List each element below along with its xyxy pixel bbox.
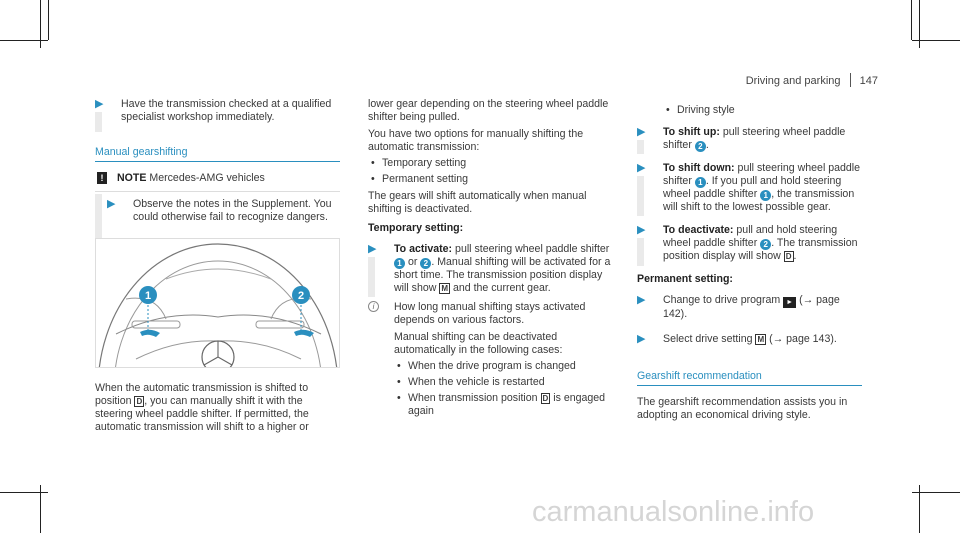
crop-mark	[0, 492, 48, 493]
body-paragraph: You have two options for manually shifti…	[368, 128, 584, 153]
arrow-icon: ▶	[637, 294, 646, 306]
crop-mark	[919, 485, 920, 533]
section-title: Gearshift recommendation	[637, 370, 862, 386]
steering-wheel-image: 1 2	[96, 239, 339, 367]
arrow-icon: ▶	[637, 162, 646, 174]
instruction-step: ▶ To activate: pull steering wheel paddl…	[368, 243, 618, 297]
info-block: i How long manual shifting stays activat…	[368, 301, 618, 418]
instruction-step: ▶ To shift up: pull steering wheel paddl…	[637, 126, 862, 154]
arrow-icon: ▶	[637, 333, 646, 345]
subheading: Permanent setting:	[637, 273, 733, 285]
gear-m-icon: M	[439, 283, 451, 294]
running-header: Driving and parking 147	[746, 73, 878, 88]
list-item: When transmission position D is engaged …	[394, 392, 618, 418]
watermark: carmanualsonline.info	[532, 496, 815, 528]
crop-mark	[911, 0, 912, 40]
subheading: Temporary setting:	[368, 222, 464, 234]
crop-mark	[912, 40, 960, 41]
crop-mark	[919, 0, 920, 48]
instruction-step: ▶ Have the transmission checked at a qua…	[95, 98, 340, 132]
badge-2: 2	[420, 258, 432, 269]
instruction-step: ▶ To shift down: pull steering wheel pad…	[637, 162, 862, 216]
gear-d-icon: D	[783, 251, 794, 262]
list-item: Temporary setting	[368, 157, 618, 170]
column-2: lower gear depending on the steering whe…	[368, 98, 618, 418]
instruction-step: ▶ Select drive setting M (→ page 143).	[637, 333, 837, 345]
badge-2: 2	[760, 239, 772, 250]
body-paragraph: lower gear depending on the steering whe…	[368, 98, 609, 123]
crop-mark	[912, 492, 960, 493]
badge-1: 1	[760, 190, 772, 201]
arrow-icon: ▶	[107, 198, 116, 210]
warning-icon: !	[97, 172, 107, 184]
arrow-icon: ▶	[368, 243, 377, 255]
crop-mark	[40, 485, 41, 533]
crop-mark	[0, 40, 48, 41]
instruction-step: ▶ Change to drive program ► (→ page 142)…	[637, 294, 840, 320]
column-3: Driving style ▶ To shift up: pull steeri…	[637, 98, 862, 422]
badge-1: 1	[694, 177, 706, 188]
drive-program-icon: ►	[783, 297, 797, 308]
badge-1: 1	[145, 290, 151, 302]
instruction-step: ▶ To deactivate: pull and hold steering …	[637, 224, 862, 266]
body-paragraph: The gears will shift automatically when …	[368, 190, 587, 215]
note-step: ▶ Observe the notes in the Supplement. Y…	[95, 194, 340, 246]
list-item: When the vehicle is restarted	[394, 376, 618, 389]
body-paragraph: When the automatic transmission is shift…	[95, 382, 309, 433]
list-item: Permanent setting	[368, 173, 618, 186]
steering-wheel-illustration: 1 2	[95, 238, 340, 368]
gear-d-icon: D	[134, 396, 145, 407]
gear-d-icon: D	[540, 393, 551, 404]
note-label: NOTE	[117, 172, 147, 184]
column-1: ▶ Have the transmission checked at a qua…	[95, 98, 340, 434]
list-item: When the drive program is changed	[394, 360, 618, 373]
list-item: Driving style	[663, 104, 862, 117]
badge-2: 2	[298, 290, 304, 302]
section-title: Manual gearshifting	[95, 146, 340, 162]
arrow-icon: ▶	[95, 98, 104, 110]
crop-mark	[48, 0, 49, 40]
badge-1: 1	[394, 258, 405, 269]
page-number: 147	[859, 75, 878, 87]
info-icon: i	[368, 301, 379, 312]
arrow-icon: ▶	[637, 126, 646, 138]
arrow-icon: ▶	[637, 224, 646, 236]
note-box: ! NOTE Mercedes-AMG vehicles	[95, 172, 340, 185]
crop-mark	[40, 0, 41, 48]
note-title: Mercedes-AMG vehicles	[149, 172, 265, 184]
header-section: Driving and parking	[745, 75, 841, 87]
badge-2: 2	[694, 141, 706, 152]
body-paragraph: The gearshift recommendation assists you…	[637, 396, 848, 421]
gear-m-icon: M	[755, 334, 767, 345]
